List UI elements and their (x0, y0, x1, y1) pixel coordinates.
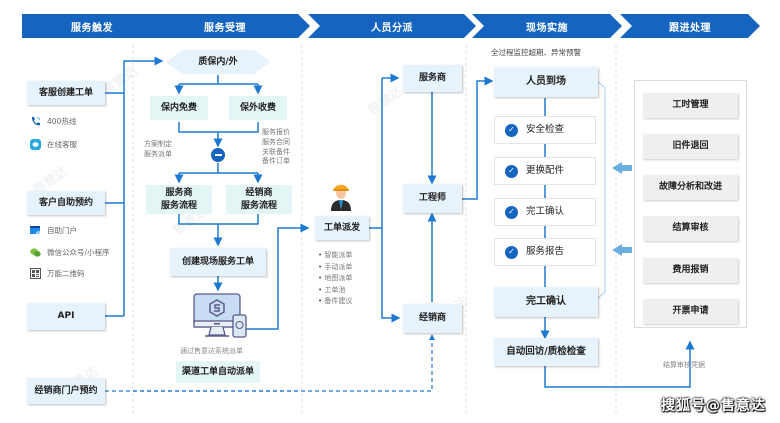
dispatch-method: 手动派单 (318, 262, 352, 274)
step-label: 更换配件 (526, 164, 565, 176)
service-create-box[interactable]: 客服创建工单 (27, 81, 105, 105)
note-line: 方案制定 (144, 140, 172, 148)
create-order-box[interactable]: 创建现场服务工单 (170, 248, 266, 276)
note-line: 服务报价 (262, 128, 290, 136)
dealer-booking-box[interactable]: 经销商门户预约 (27, 378, 105, 404)
followup-item[interactable]: 工时管理 (643, 93, 738, 118)
engineer-avatar-icon (331, 184, 351, 211)
dispatch-method: 备件建议 (318, 296, 352, 308)
provider-box[interactable]: 服务商 (403, 65, 462, 92)
followup-item[interactable]: 旧件退回 (643, 134, 738, 159)
followup-item[interactable]: 结算审核 (643, 216, 738, 241)
phase-label: 现场实施 (526, 22, 568, 34)
channel-item: 自助门户 (30, 225, 77, 236)
phase-label: 服务触发 (71, 22, 113, 34)
note-line: 备件订单 (262, 157, 290, 166)
note-line: 服务合同 (262, 137, 290, 146)
system-caption: 通过售意达系统派单 (180, 347, 243, 355)
system-computer-icon (193, 293, 247, 338)
dispatch-methods-list: 智能派单 手动派单 地图派单 工单池 备件建议 (318, 250, 352, 308)
check-icon: ✓ (505, 245, 518, 259)
phone-icon (30, 116, 41, 127)
box-line: 服务流程 (160, 200, 197, 211)
followup-panel (634, 80, 747, 328)
settlement-basis-caption: 结算审核凭据 (663, 361, 705, 369)
channel-item: 万能二维码 (30, 268, 85, 279)
revisit-box[interactable]: 自动回访/质检检查 (494, 338, 598, 366)
channel-label: 微信公众号/小程序 (47, 248, 110, 257)
watermark: 售意达 (365, 83, 406, 119)
right-note: 服务报价 服务合同 关联备件 备件订单 (262, 128, 290, 167)
left-note: 方案制定 服务派单 (144, 140, 172, 160)
merge-node-icon (211, 148, 225, 162)
followup-item[interactable]: 费用报销 (643, 258, 738, 283)
channel-label: 在线客服 (47, 140, 77, 149)
source-watermark: 搜狐号@售意达 (661, 398, 766, 414)
phase-acceptance: 服务受理 (140, 14, 310, 38)
out-warranty-box[interactable]: 保外收费 (229, 96, 287, 120)
step-label: 完工确认 (526, 205, 565, 217)
completion-box[interactable]: 完工确认 (494, 287, 598, 317)
channel-item: 在线客服 (30, 139, 77, 150)
dealer-flow-box[interactable]: 经销商 服务流程 (226, 185, 292, 214)
self-booking-box[interactable]: 客户自助预约 (27, 191, 105, 215)
engineer-box[interactable]: 工程师 (403, 184, 462, 213)
channel-label: 400热线 (47, 117, 77, 126)
check-icon: ✓ (505, 164, 518, 178)
channel-item: 400热线 (30, 116, 76, 127)
dealer-box[interactable]: 经销商 (403, 304, 462, 333)
note-line: 服务派单 (144, 149, 172, 158)
monitor-note: 全过程监控超期、异常预警 (491, 48, 581, 57)
box-line: 服务流程 (240, 200, 277, 211)
followup-item[interactable]: 开票申请 (643, 299, 738, 324)
phase-followup: 跟进处理 (620, 14, 760, 38)
step-safety-check[interactable]: ✓ 安全检查 (494, 116, 596, 144)
step-completion-confirm[interactable]: ✓ 完工确认 (494, 198, 596, 226)
dispatch-method: 工单池 (318, 285, 352, 297)
warranty-decision[interactable]: 质保内/外 (198, 56, 238, 67)
portal-icon (30, 225, 41, 236)
phase-trigger: 服务触发 (22, 14, 162, 38)
chat-icon (30, 139, 41, 150)
warranty-decision-shape (166, 50, 270, 74)
order-dispatch-box[interactable]: 工单派发 (315, 216, 369, 240)
step-replace-parts[interactable]: ✓ 更换配件 (494, 157, 596, 185)
in-warranty-box[interactable]: 保内免费 (150, 96, 208, 120)
arrival-box[interactable]: 人员到场 (494, 67, 598, 97)
check-icon: ✓ (505, 205, 518, 219)
channel-item: 微信公众号/小程序 (30, 247, 110, 258)
channel-label: 自助门户 (47, 226, 77, 235)
phase-label: 人员分派 (371, 22, 413, 34)
step-service-report[interactable]: ✓ 服务报告 (494, 238, 596, 266)
api-box[interactable]: API (27, 303, 105, 330)
check-icon: ✓ (505, 123, 518, 137)
step-label: 安全检查 (526, 123, 565, 135)
box-line: 服务商 (165, 188, 193, 199)
phase-label: 服务受理 (204, 22, 246, 34)
phase-label: 跟进处理 (669, 22, 711, 34)
box-line: 经销商 (245, 188, 273, 199)
note-line: 关联备件 (262, 147, 290, 156)
phase-dispatch: 人员分派 (308, 14, 476, 38)
dispatch-method: 地图派单 (318, 273, 352, 285)
followup-item[interactable]: 故障分析和改进 (643, 175, 738, 200)
channel-label: 万能二维码 (47, 269, 85, 278)
wechat-icon (30, 247, 41, 258)
dispatch-method: 智能派单 (318, 250, 352, 262)
step-label: 服务报告 (526, 245, 565, 257)
provider-flow-box[interactable]: 服务商 服务流程 (146, 185, 212, 214)
phase-onsite: 现场实施 (472, 14, 622, 38)
qrcode-icon (30, 268, 41, 279)
channel-dispatch-box[interactable]: 渠道工单自动派单 (176, 361, 260, 383)
